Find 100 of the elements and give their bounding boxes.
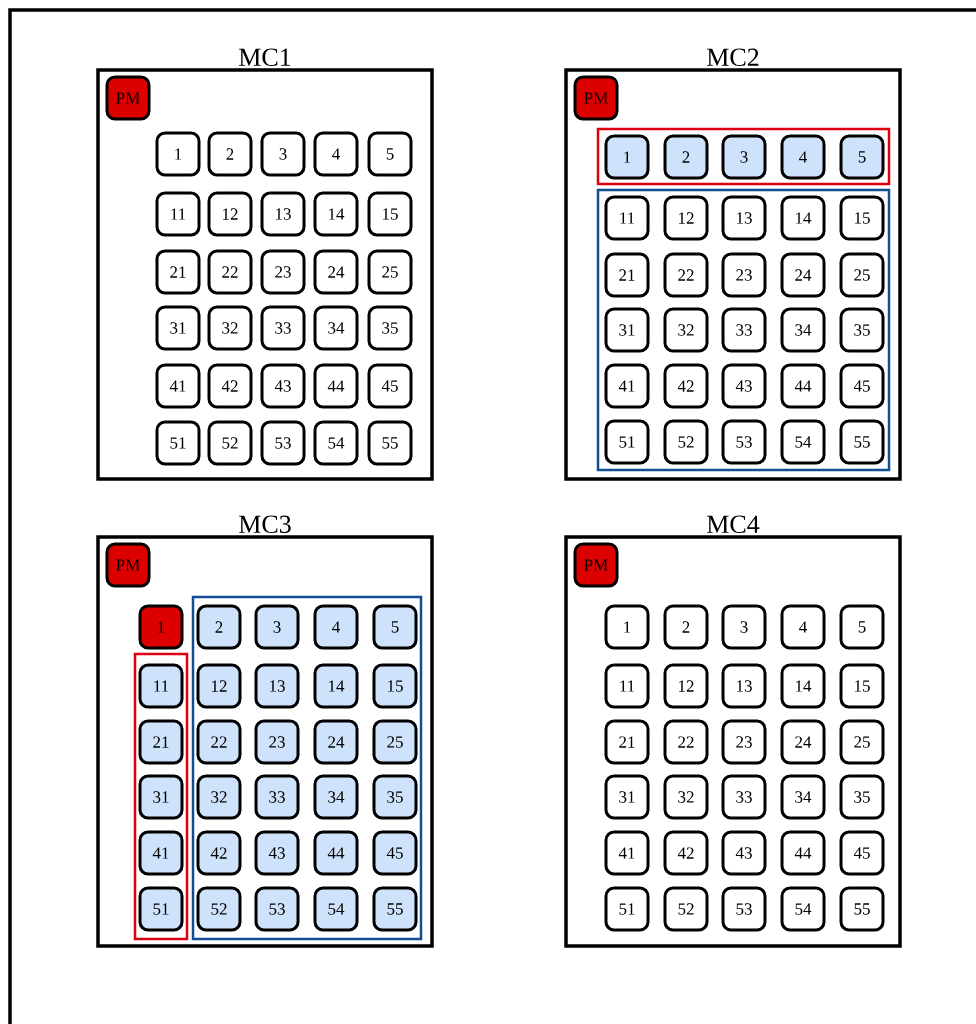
numbered-box: 3	[721, 134, 767, 180]
numbered-box: 43	[254, 830, 300, 876]
numbered-box: 41	[604, 830, 650, 876]
numbered-box: 51	[138, 886, 184, 932]
numbered-box: 5	[372, 604, 418, 650]
numbered-box: 45	[839, 830, 885, 876]
numbered-box: 44	[313, 363, 359, 409]
numbered-box: 41	[604, 363, 650, 409]
highlight-frame	[133, 652, 189, 941]
numbered-box: 44	[780, 363, 826, 409]
numbered-box: 22	[663, 719, 709, 765]
numbered-box: 24	[780, 252, 826, 298]
numbered-box: 33	[254, 774, 300, 820]
numbered-box: 53	[260, 420, 306, 466]
numbered-box: 2	[663, 604, 709, 650]
numbered-box: 4	[313, 604, 359, 650]
numbered-box: 14	[780, 195, 826, 241]
node-label: MC3	[239, 515, 291, 534]
numbered-box: 22	[663, 252, 709, 298]
numbered-box: 44	[780, 830, 826, 876]
numbered-box: 24	[780, 719, 826, 765]
numbered-box: 13	[721, 663, 767, 709]
numbered-box: 15	[372, 663, 418, 709]
numbered-box: 31	[604, 774, 650, 820]
numbered-box: 54	[780, 886, 826, 932]
numbered-box: 12	[207, 191, 253, 237]
numbered-box: 43	[260, 363, 306, 409]
numbered-box: 3	[254, 604, 300, 650]
numbered-box: 22	[196, 719, 242, 765]
pm-box: PM	[105, 542, 151, 588]
pm-box: PM	[573, 75, 619, 121]
numbered-box: 14	[780, 663, 826, 709]
numbered-box: 33	[721, 307, 767, 353]
numbered-box: 1	[604, 134, 650, 180]
numbered-box: 2	[663, 134, 709, 180]
highlight-frame	[596, 188, 891, 472]
numbered-box: 31	[155, 305, 201, 351]
numbered-box: 15	[839, 663, 885, 709]
numbered-box: 35	[839, 774, 885, 820]
numbered-box: 52	[663, 419, 709, 465]
numbered-box: 25	[367, 249, 413, 295]
numbered-box: 23	[721, 252, 767, 298]
numbered-box: 35	[839, 307, 885, 353]
numbered-box: 15	[367, 191, 413, 237]
numbered-box: 5	[839, 604, 885, 650]
numbered-box: 2	[196, 604, 242, 650]
numbered-box: 4	[780, 604, 826, 650]
node-label: MC2	[707, 48, 759, 67]
numbered-box: 51	[155, 420, 201, 466]
numbered-box: 55	[372, 886, 418, 932]
numbered-box: 43	[721, 830, 767, 876]
numbered-box: 54	[313, 420, 359, 466]
node-label: MC4	[707, 515, 760, 534]
numbered-box: 12	[196, 663, 242, 709]
numbered-box: 45	[367, 363, 413, 409]
numbered-box: 51	[604, 419, 650, 465]
numbered-box: 35	[367, 305, 413, 351]
numbered-box: 35	[372, 774, 418, 820]
numbered-box: 23	[260, 249, 306, 295]
numbered-box: 55	[367, 420, 413, 466]
numbered-box: 23	[721, 719, 767, 765]
numbered-box: 34	[780, 307, 826, 353]
numbered-box: 32	[207, 305, 253, 351]
pm-box: PM	[105, 75, 151, 121]
numbered-box: 31	[138, 774, 184, 820]
numbered-box: 11	[138, 663, 184, 709]
numbered-box: 1	[155, 131, 201, 177]
numbered-box: 11	[604, 663, 650, 709]
numbered-box: 53	[721, 886, 767, 932]
numbered-box: 14	[313, 191, 359, 237]
numbered-box: 15	[839, 195, 885, 241]
numbered-box: 12	[663, 195, 709, 241]
pm-box: PM	[573, 542, 619, 588]
numbered-box: 25	[839, 252, 885, 298]
numbered-box: 22	[207, 249, 253, 295]
numbered-box: 13	[260, 191, 306, 237]
numbered-box: 42	[663, 830, 709, 876]
numbered-box: 5	[839, 134, 885, 180]
numbered-box: 41	[155, 363, 201, 409]
numbered-box: 55	[839, 886, 885, 932]
numbered-box: 34	[313, 774, 359, 820]
numbered-box: 11	[604, 195, 650, 241]
highlight-frame	[191, 595, 423, 941]
numbered-box: 21	[604, 252, 650, 298]
numbered-box: 5	[367, 131, 413, 177]
numbered-box: 42	[207, 363, 253, 409]
highlight-frame	[596, 127, 891, 186]
numbered-box: 24	[313, 249, 359, 295]
numbered-box: 53	[254, 886, 300, 932]
numbered-box: 34	[780, 774, 826, 820]
numbered-box: 3	[260, 131, 306, 177]
numbered-box: 32	[196, 774, 242, 820]
numbered-box: 25	[839, 719, 885, 765]
numbered-box: 55	[839, 419, 885, 465]
numbered-box: 54	[780, 419, 826, 465]
numbered-box: 21	[604, 719, 650, 765]
numbered-box: 4	[780, 134, 826, 180]
numbered-box: 42	[196, 830, 242, 876]
numbered-box: 31	[604, 307, 650, 353]
numbered-box: 24	[313, 719, 359, 765]
